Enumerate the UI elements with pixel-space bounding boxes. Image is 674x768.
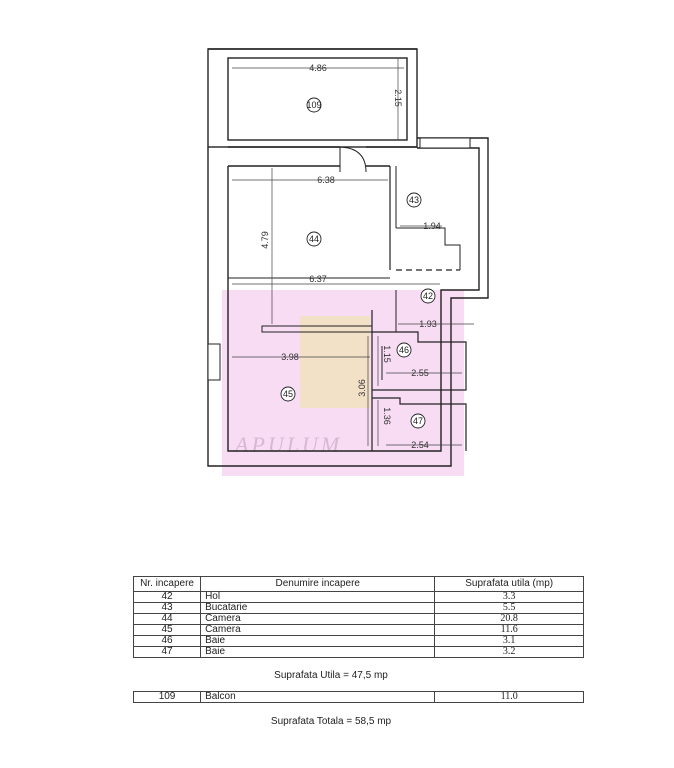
cell-area: 3.3 bbox=[434, 591, 584, 603]
dimension-label: 1.36 bbox=[382, 407, 392, 425]
table-row: 46 Baie 3.1 bbox=[132, 635, 584, 647]
rooms-table: Nr. incapere Denumire incapere Suprafata… bbox=[132, 576, 584, 658]
floor-plan: APULUM bbox=[207, 48, 489, 476]
room-tag-44 bbox=[306, 231, 322, 247]
table-row: 44 Camera 20.8 bbox=[132, 613, 584, 625]
cell-area: 5.5 bbox=[434, 602, 584, 614]
dimension-label: 4.79 bbox=[260, 231, 270, 249]
dimension-label: 6.38 bbox=[317, 175, 335, 185]
cell-room-name: Baie bbox=[200, 635, 436, 647]
cell-room-name: Camera bbox=[200, 613, 436, 625]
room-number: 42 bbox=[423, 291, 433, 301]
cell-area: 3.2 bbox=[434, 646, 584, 658]
room-tag-42 bbox=[420, 288, 436, 304]
cell-room-name: Bucatarie bbox=[200, 602, 436, 614]
cell-room-number: 42 bbox=[132, 591, 202, 603]
table-row: 42 Hol 3.3 bbox=[132, 591, 584, 603]
dimension-label: 2.54 bbox=[411, 440, 429, 450]
dimension-label: 1.15 bbox=[382, 345, 392, 363]
dimension-label: 2.15 bbox=[393, 89, 403, 107]
room-number: 47 bbox=[413, 416, 423, 426]
useful-area-summary: Suprafata Utila = 47,5 mp bbox=[274, 670, 388, 681]
table-row: 45 Camera 11.6 bbox=[132, 624, 584, 636]
table-header-row: Nr. incapere Denumire incapere Suprafata… bbox=[132, 576, 584, 592]
header-room-number: Nr. incapere bbox=[132, 576, 202, 592]
window-left bbox=[207, 343, 221, 381]
window-top bbox=[419, 137, 471, 149]
room-tag-46 bbox=[396, 342, 412, 358]
cell-room-number: 109 bbox=[132, 691, 202, 703]
room-tag-43 bbox=[406, 192, 422, 208]
dimension-label: 6.37 bbox=[309, 274, 327, 284]
table-row: 47 Baie 3.2 bbox=[132, 646, 584, 658]
cell-room-name: Balcon bbox=[200, 691, 436, 703]
room-number: 46 bbox=[399, 345, 409, 355]
room-number: 43 bbox=[409, 195, 419, 205]
dimension-label: 1.94 bbox=[423, 221, 441, 231]
cell-room-name: Camera bbox=[200, 624, 436, 636]
cell-area: 11.0 bbox=[434, 691, 584, 703]
total-area-summary: Suprafata Totala = 58,5 mp bbox=[270, 716, 392, 727]
table-row: 109 Balcon 11.0 bbox=[132, 691, 584, 703]
table-row: 43 Bucatarie 5.5 bbox=[132, 602, 584, 614]
inner-wall-balcony bbox=[227, 57, 408, 141]
cell-area: 11.6 bbox=[434, 624, 584, 636]
room-tag-45 bbox=[280, 386, 296, 402]
room-number: 44 bbox=[309, 234, 319, 244]
cell-room-number: 44 bbox=[132, 613, 202, 625]
dimension-label: 3.98 bbox=[281, 352, 299, 362]
dimension-label: 2.55 bbox=[411, 368, 429, 378]
cell-room-name: Baie bbox=[200, 646, 436, 658]
cell-area: 20.8 bbox=[434, 613, 584, 625]
watermark-text: APULUM bbox=[233, 432, 342, 457]
room-number: 109 bbox=[306, 100, 321, 110]
cell-room-name: Hol bbox=[200, 591, 436, 603]
room-tag-47 bbox=[410, 413, 426, 429]
door-swing bbox=[339, 146, 367, 173]
room-number: 45 bbox=[283, 389, 293, 399]
cell-room-number: 43 bbox=[132, 602, 202, 614]
dimension-label: 1.93 bbox=[419, 319, 437, 329]
header-room-name: Denumire incapere bbox=[200, 576, 436, 592]
cell-room-number: 46 bbox=[132, 635, 202, 647]
room-tag-109 bbox=[306, 97, 322, 113]
dimension-label: 3.06 bbox=[357, 379, 367, 397]
cell-area: 3.1 bbox=[434, 635, 584, 647]
outer-wall-main bbox=[207, 137, 489, 467]
watermark-logo bbox=[300, 316, 370, 408]
cell-room-number: 47 bbox=[132, 646, 202, 658]
balcony-table: 109 Balcon 11.0 bbox=[132, 691, 584, 703]
cell-room-number: 45 bbox=[132, 624, 202, 636]
header-useful-area: Suprafata utila (mp) bbox=[434, 576, 584, 592]
inner-wall-main bbox=[227, 147, 480, 452]
dimension-label: 4.86 bbox=[309, 63, 327, 73]
